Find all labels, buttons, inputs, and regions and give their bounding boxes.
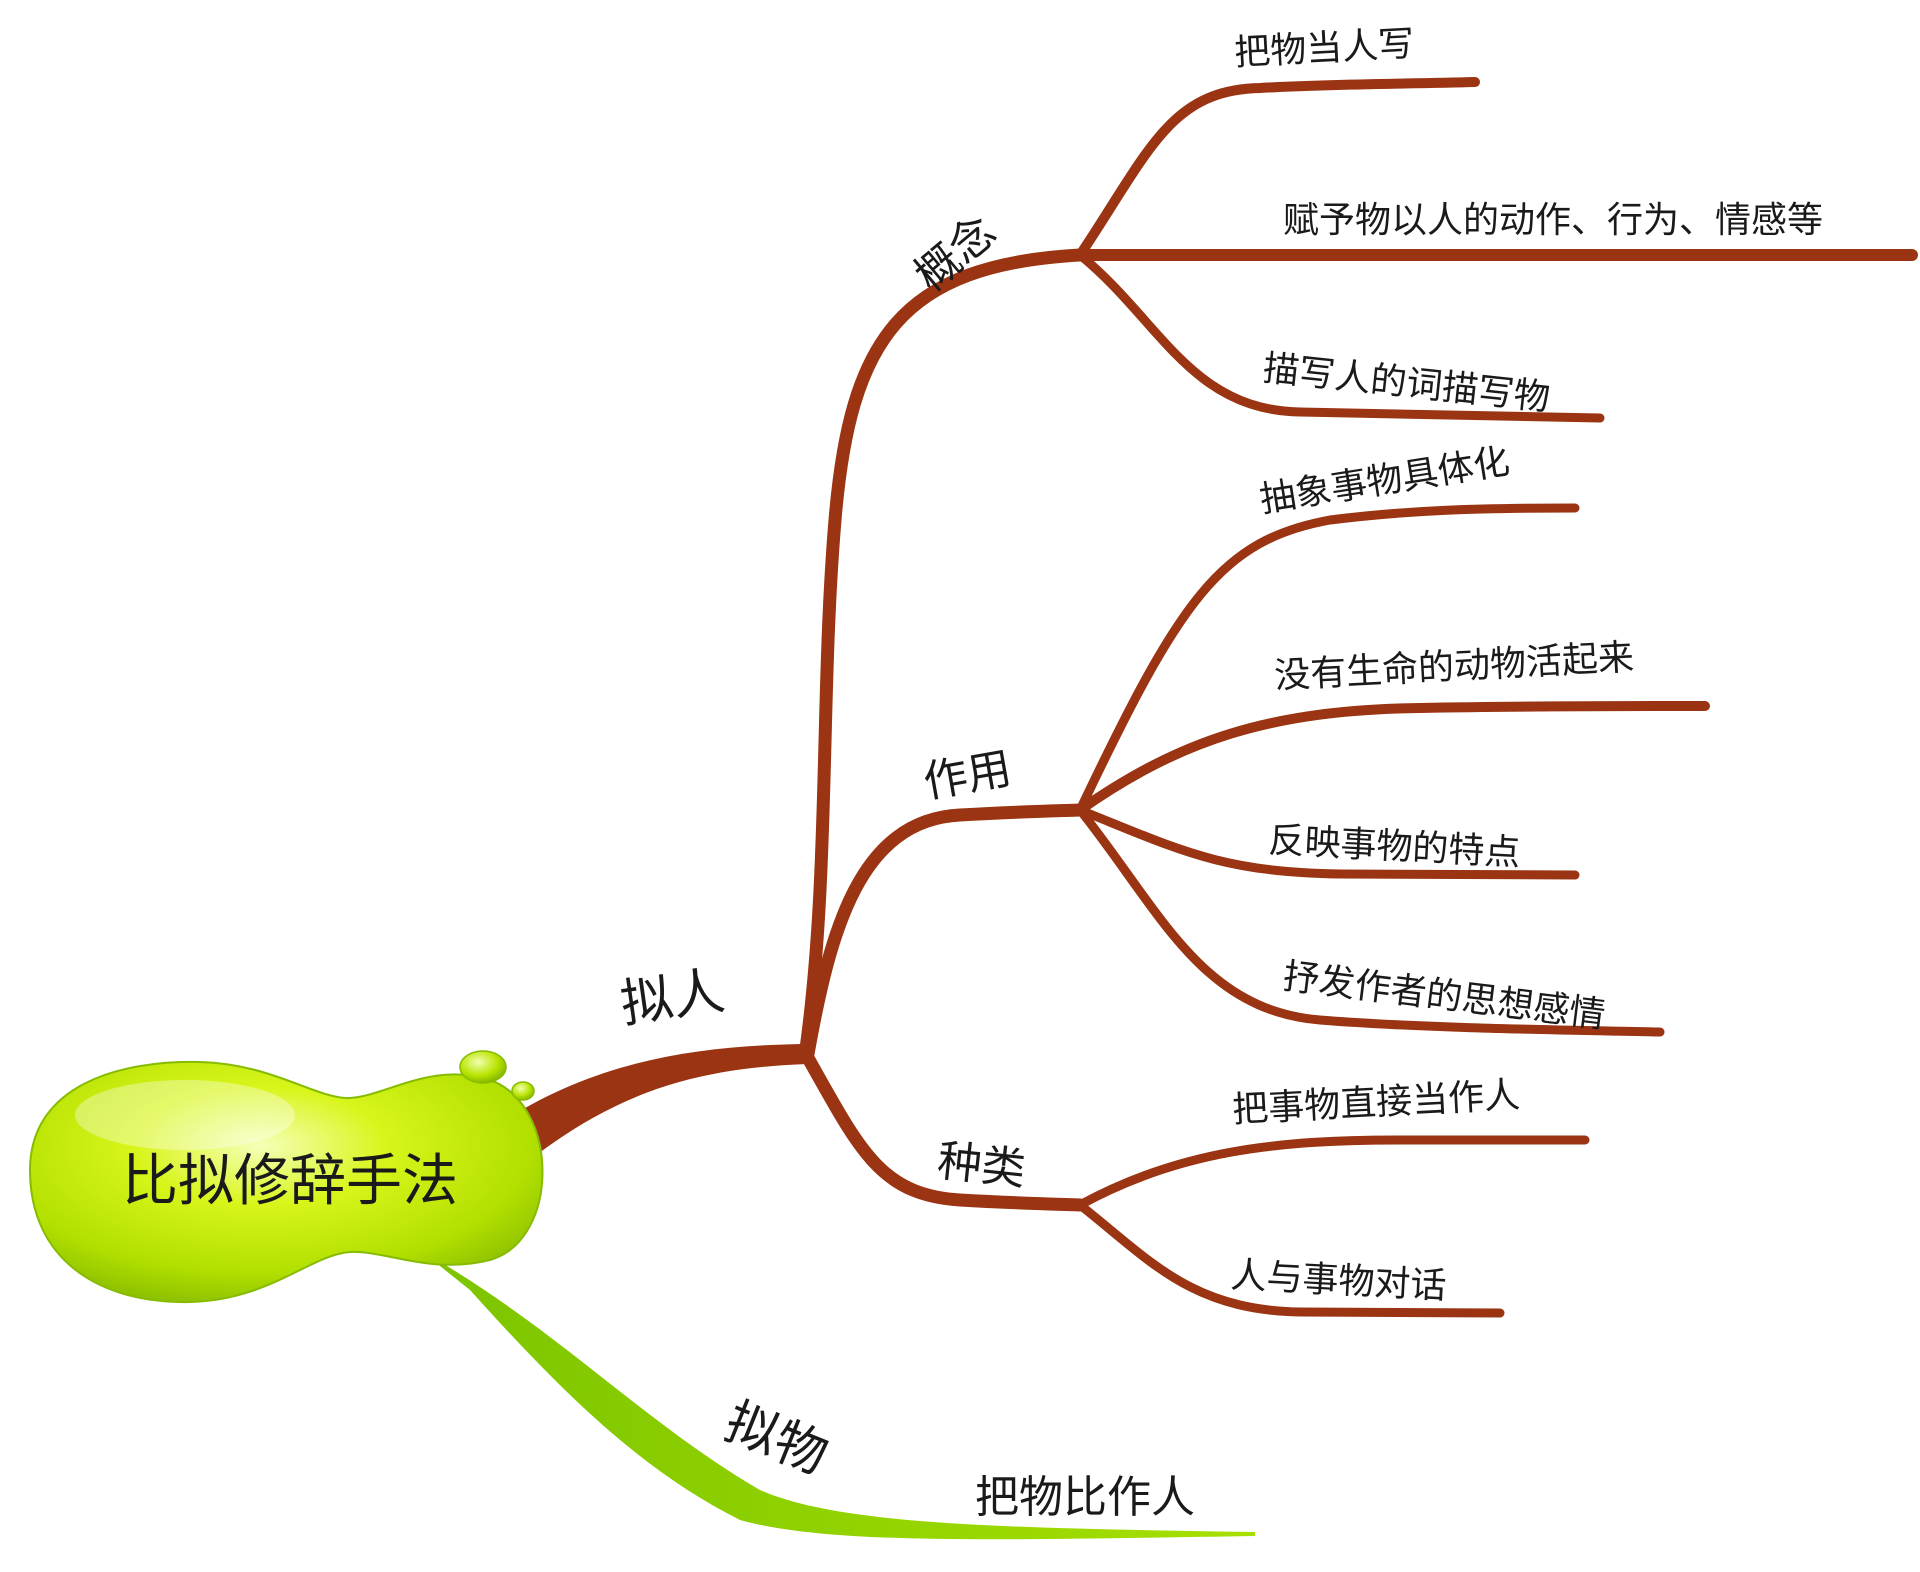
node-label-effect[interactable]: 作用 [920,743,1016,809]
leaf-line-effect-4 [1075,805,1665,1037]
leaf-line-types-1 [1075,1135,1590,1210]
root-blob [28,1060,544,1304]
branch-objectification [420,1250,1255,1540]
leaf-label-concept-2[interactable]: 赋予物以人的动作、行为、情感等 [1283,200,1823,241]
leaf-label-concept-1[interactable]: 把物当人写 [1233,24,1415,74]
branch-label-personification[interactable]: 拟人 [617,961,728,1035]
leaf-label-effect-2[interactable]: 没有生命的动物活起来 [1273,637,1635,697]
personification-trunk [505,1044,808,1160]
node-label-types[interactable]: 种类 [935,1136,1028,1196]
root-bubble-large [459,1050,507,1084]
leaf-line-effect-2 [1075,701,1710,815]
leaf-label-types-1[interactable]: 把事物直接当作人 [1231,1075,1521,1131]
connector-types [801,1051,1087,1212]
connector-concept [798,248,1087,1063]
leaf-line-concept-1 [1075,77,1480,260]
leaf-line-effect-3 [1075,805,1580,880]
connector-effect [801,803,1087,1061]
root-label: 比拟修辞手法 [122,1149,458,1214]
leaf-label-effect-3[interactable]: 反映事物的特点 [1268,820,1522,874]
branch-personification [505,77,1918,1318]
root-highlight [75,1080,295,1150]
root-bubble-small [511,1081,535,1101]
branch-label-objectification[interactable]: 拟物 [717,1392,836,1487]
leaf-line-effect-1 [1075,503,1580,815]
objectification-trunk [420,1250,1255,1540]
leaf-line-concept-3 [1075,250,1605,423]
root-node[interactable]: 比拟修辞手法 [28,1050,544,1304]
leaf-label-types-2[interactable]: 人与事物对话 [1230,1255,1448,1307]
leaf-line-types-2 [1075,1200,1505,1318]
leaf-label-objectification-1[interactable]: 把物比作人 [975,1472,1195,1523]
